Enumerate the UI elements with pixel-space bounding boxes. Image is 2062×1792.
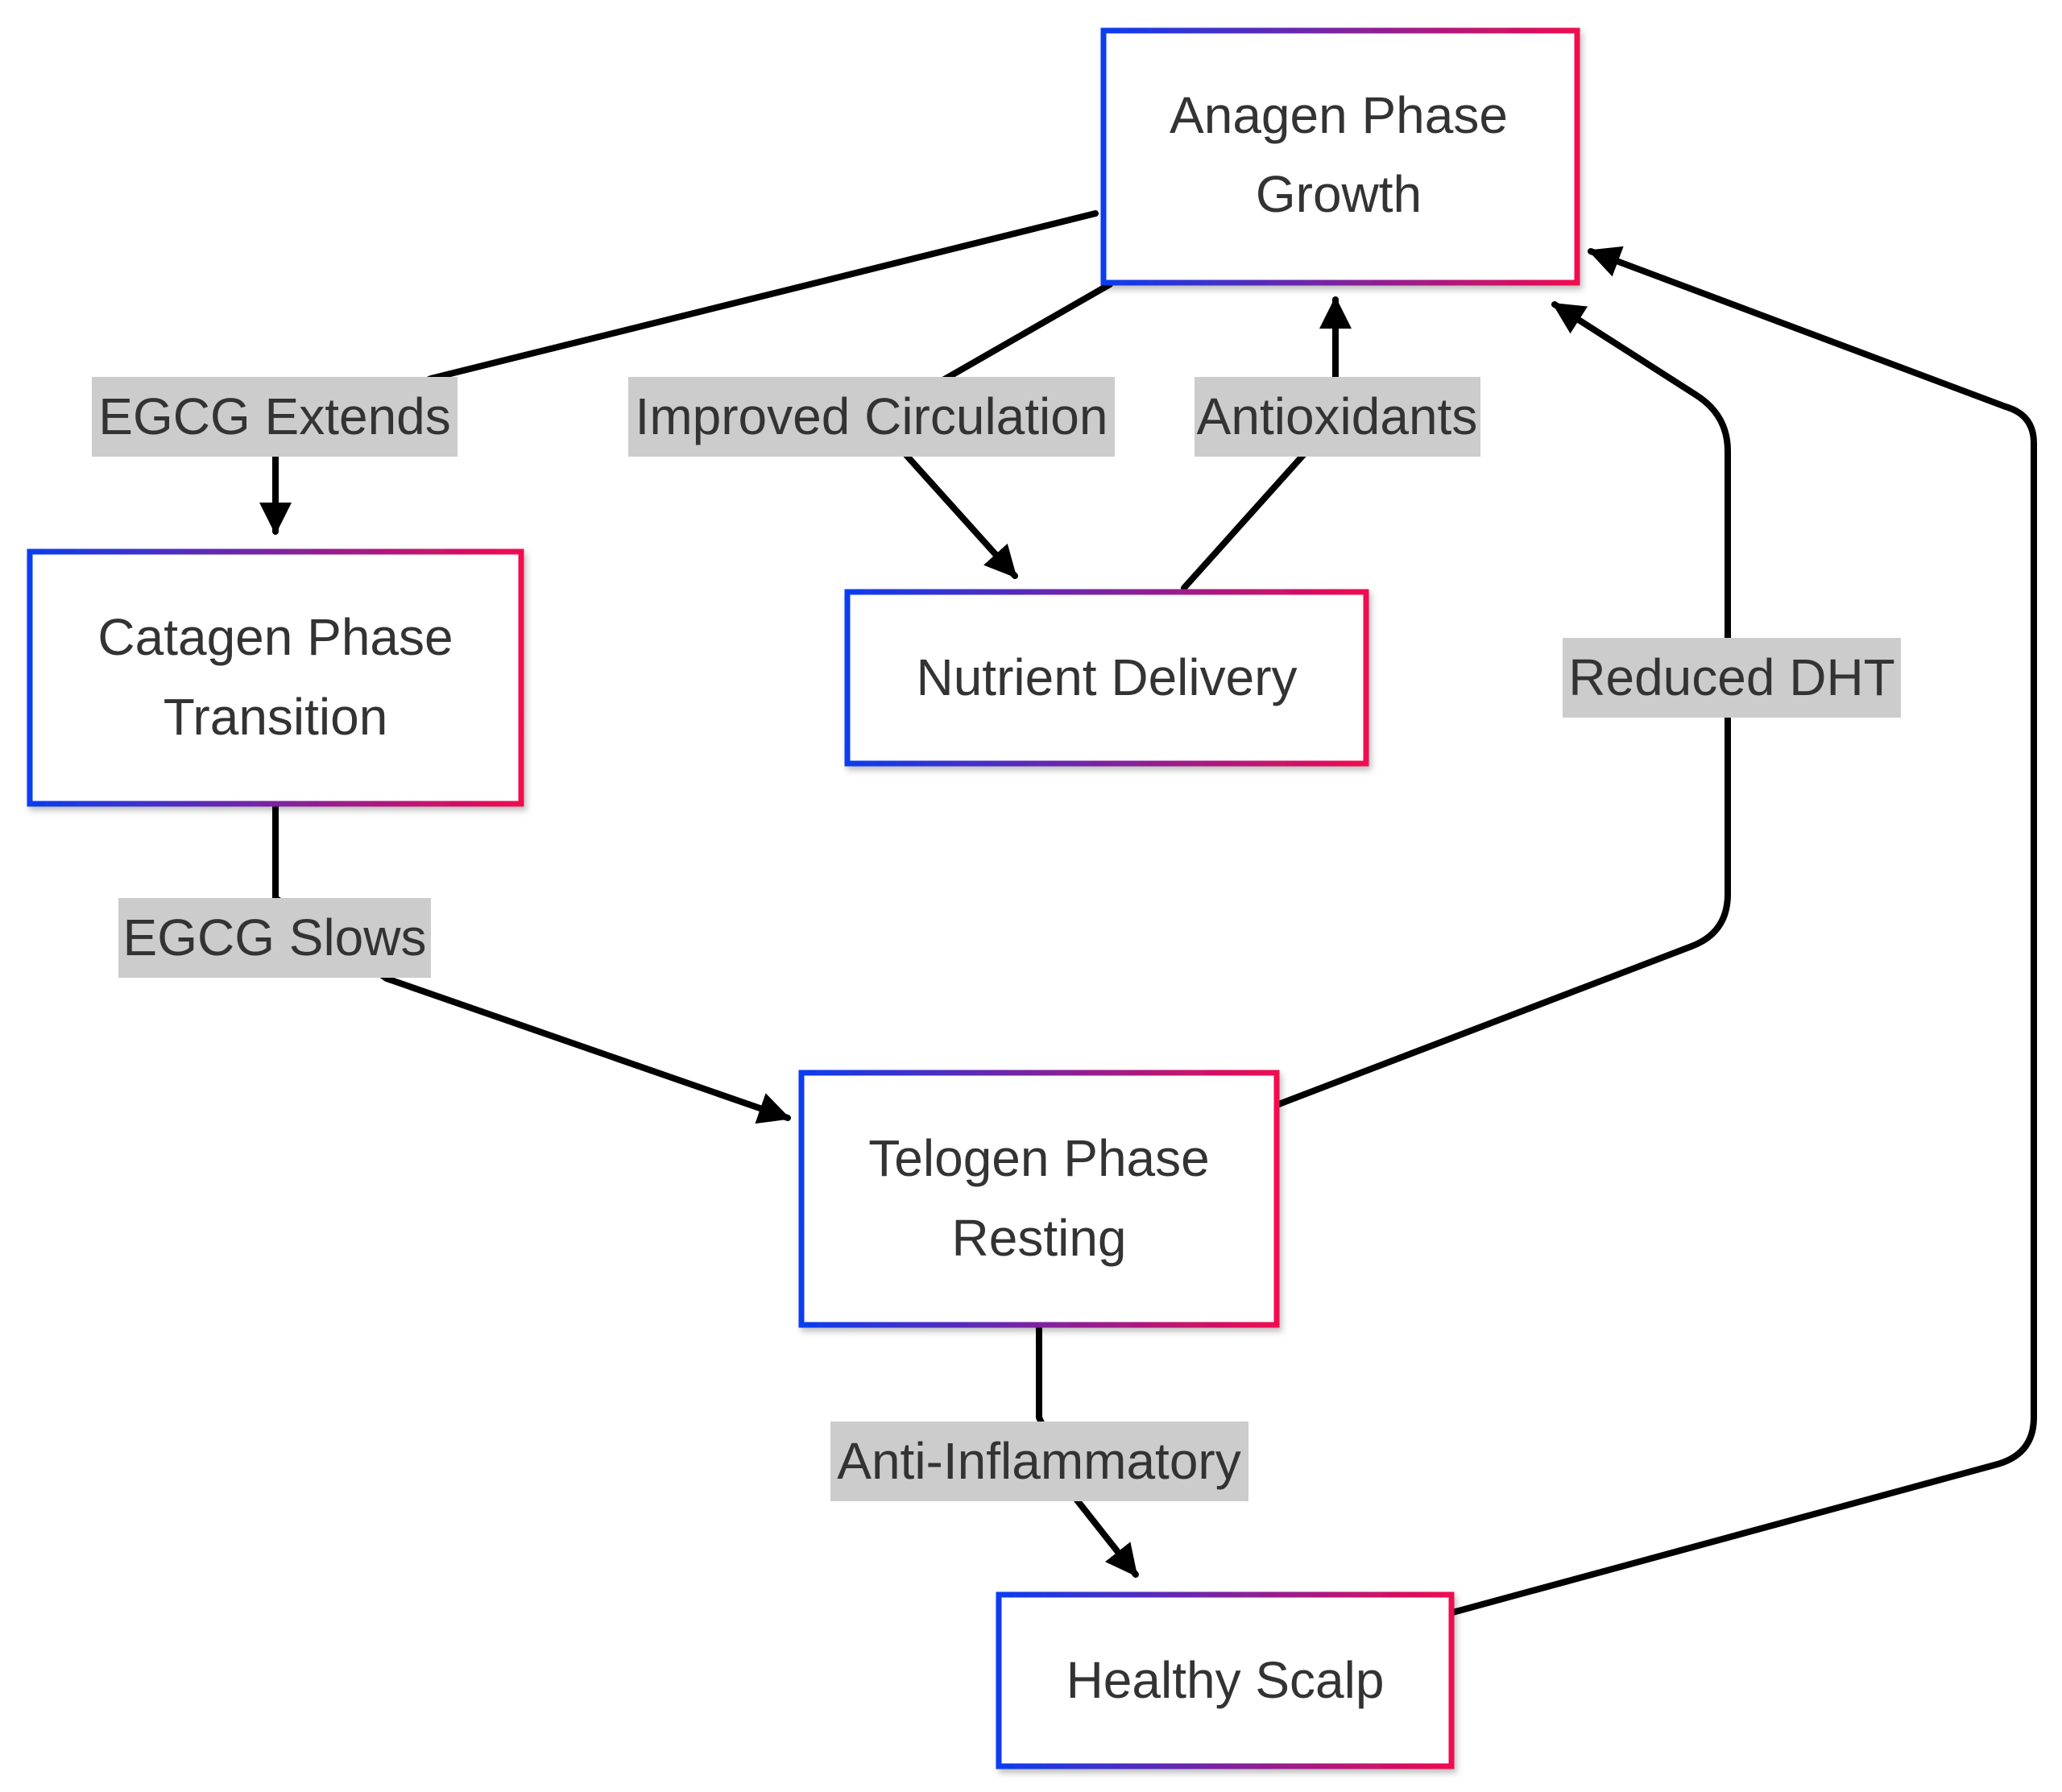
node-box: [798, 1070, 1280, 1328]
edge-label-text: Antioxidants: [1197, 387, 1478, 445]
node-box: [996, 1591, 1455, 1769]
node-title: Catagen Phase: [97, 608, 453, 666]
edge-anagen-to-catagen: [259, 210, 1099, 535]
edge-label-reduced-dht: Reduced DHT: [1563, 638, 1901, 718]
edge-label-improved-circulation: Improved Circulation: [628, 377, 1115, 457]
edges: [259, 210, 2037, 1616]
node-box: [27, 548, 524, 807]
edge-label-text: Improved Circulation: [636, 387, 1108, 445]
edge-label-bg: [92, 377, 458, 457]
node-catagen-phase: Catagen Phase Transition: [27, 548, 524, 807]
node-telogen-phase: Telogen Phase Resting: [798, 1070, 1280, 1328]
edge-label-text: EGCG Slows: [123, 908, 427, 966]
edge-label-bg: [1195, 377, 1480, 457]
node-anagen-phase: Anagen Phase Growth: [1100, 27, 1580, 286]
edge-label-text: Reduced DHT: [1568, 648, 1895, 706]
edge-label-text: Anti-Inflammatory: [837, 1432, 1240, 1490]
edge-label-egcg-extends: EGCG Extends: [92, 377, 458, 457]
node-healthy-scalp: Healthy Scalp: [996, 1591, 1455, 1769]
edge-label-bg: [628, 377, 1115, 457]
node-label: Healthy Scalp: [1066, 1651, 1385, 1709]
edge-label-anti-inflammatory: Anti-Inflammatory: [830, 1422, 1248, 1501]
node-nutrient-delivery: Nutrient Delivery: [844, 589, 1369, 767]
edge-scalp-to-anagen: [1447, 246, 2037, 1616]
node-title: Anagen Phase: [1170, 86, 1508, 144]
node-box: [844, 589, 1369, 767]
edge-label-bg: [830, 1422, 1248, 1501]
edge-label-antioxidants: Antioxidants: [1195, 377, 1480, 457]
edge-label-text: EGCG Extends: [98, 387, 451, 445]
node-subtitle: Transition: [164, 688, 388, 746]
node-title: Telogen Phase: [868, 1129, 1209, 1187]
node-label: Nutrient Delivery: [916, 648, 1297, 706]
edge-label-egcg-slows: EGCG Slows: [118, 898, 431, 978]
node-subtitle: Resting: [952, 1209, 1127, 1267]
node-box: [1100, 27, 1580, 286]
edge-label-bg: [118, 898, 431, 978]
edge-label-bg: [1563, 638, 1901, 718]
node-subtitle: Growth: [1256, 165, 1422, 223]
